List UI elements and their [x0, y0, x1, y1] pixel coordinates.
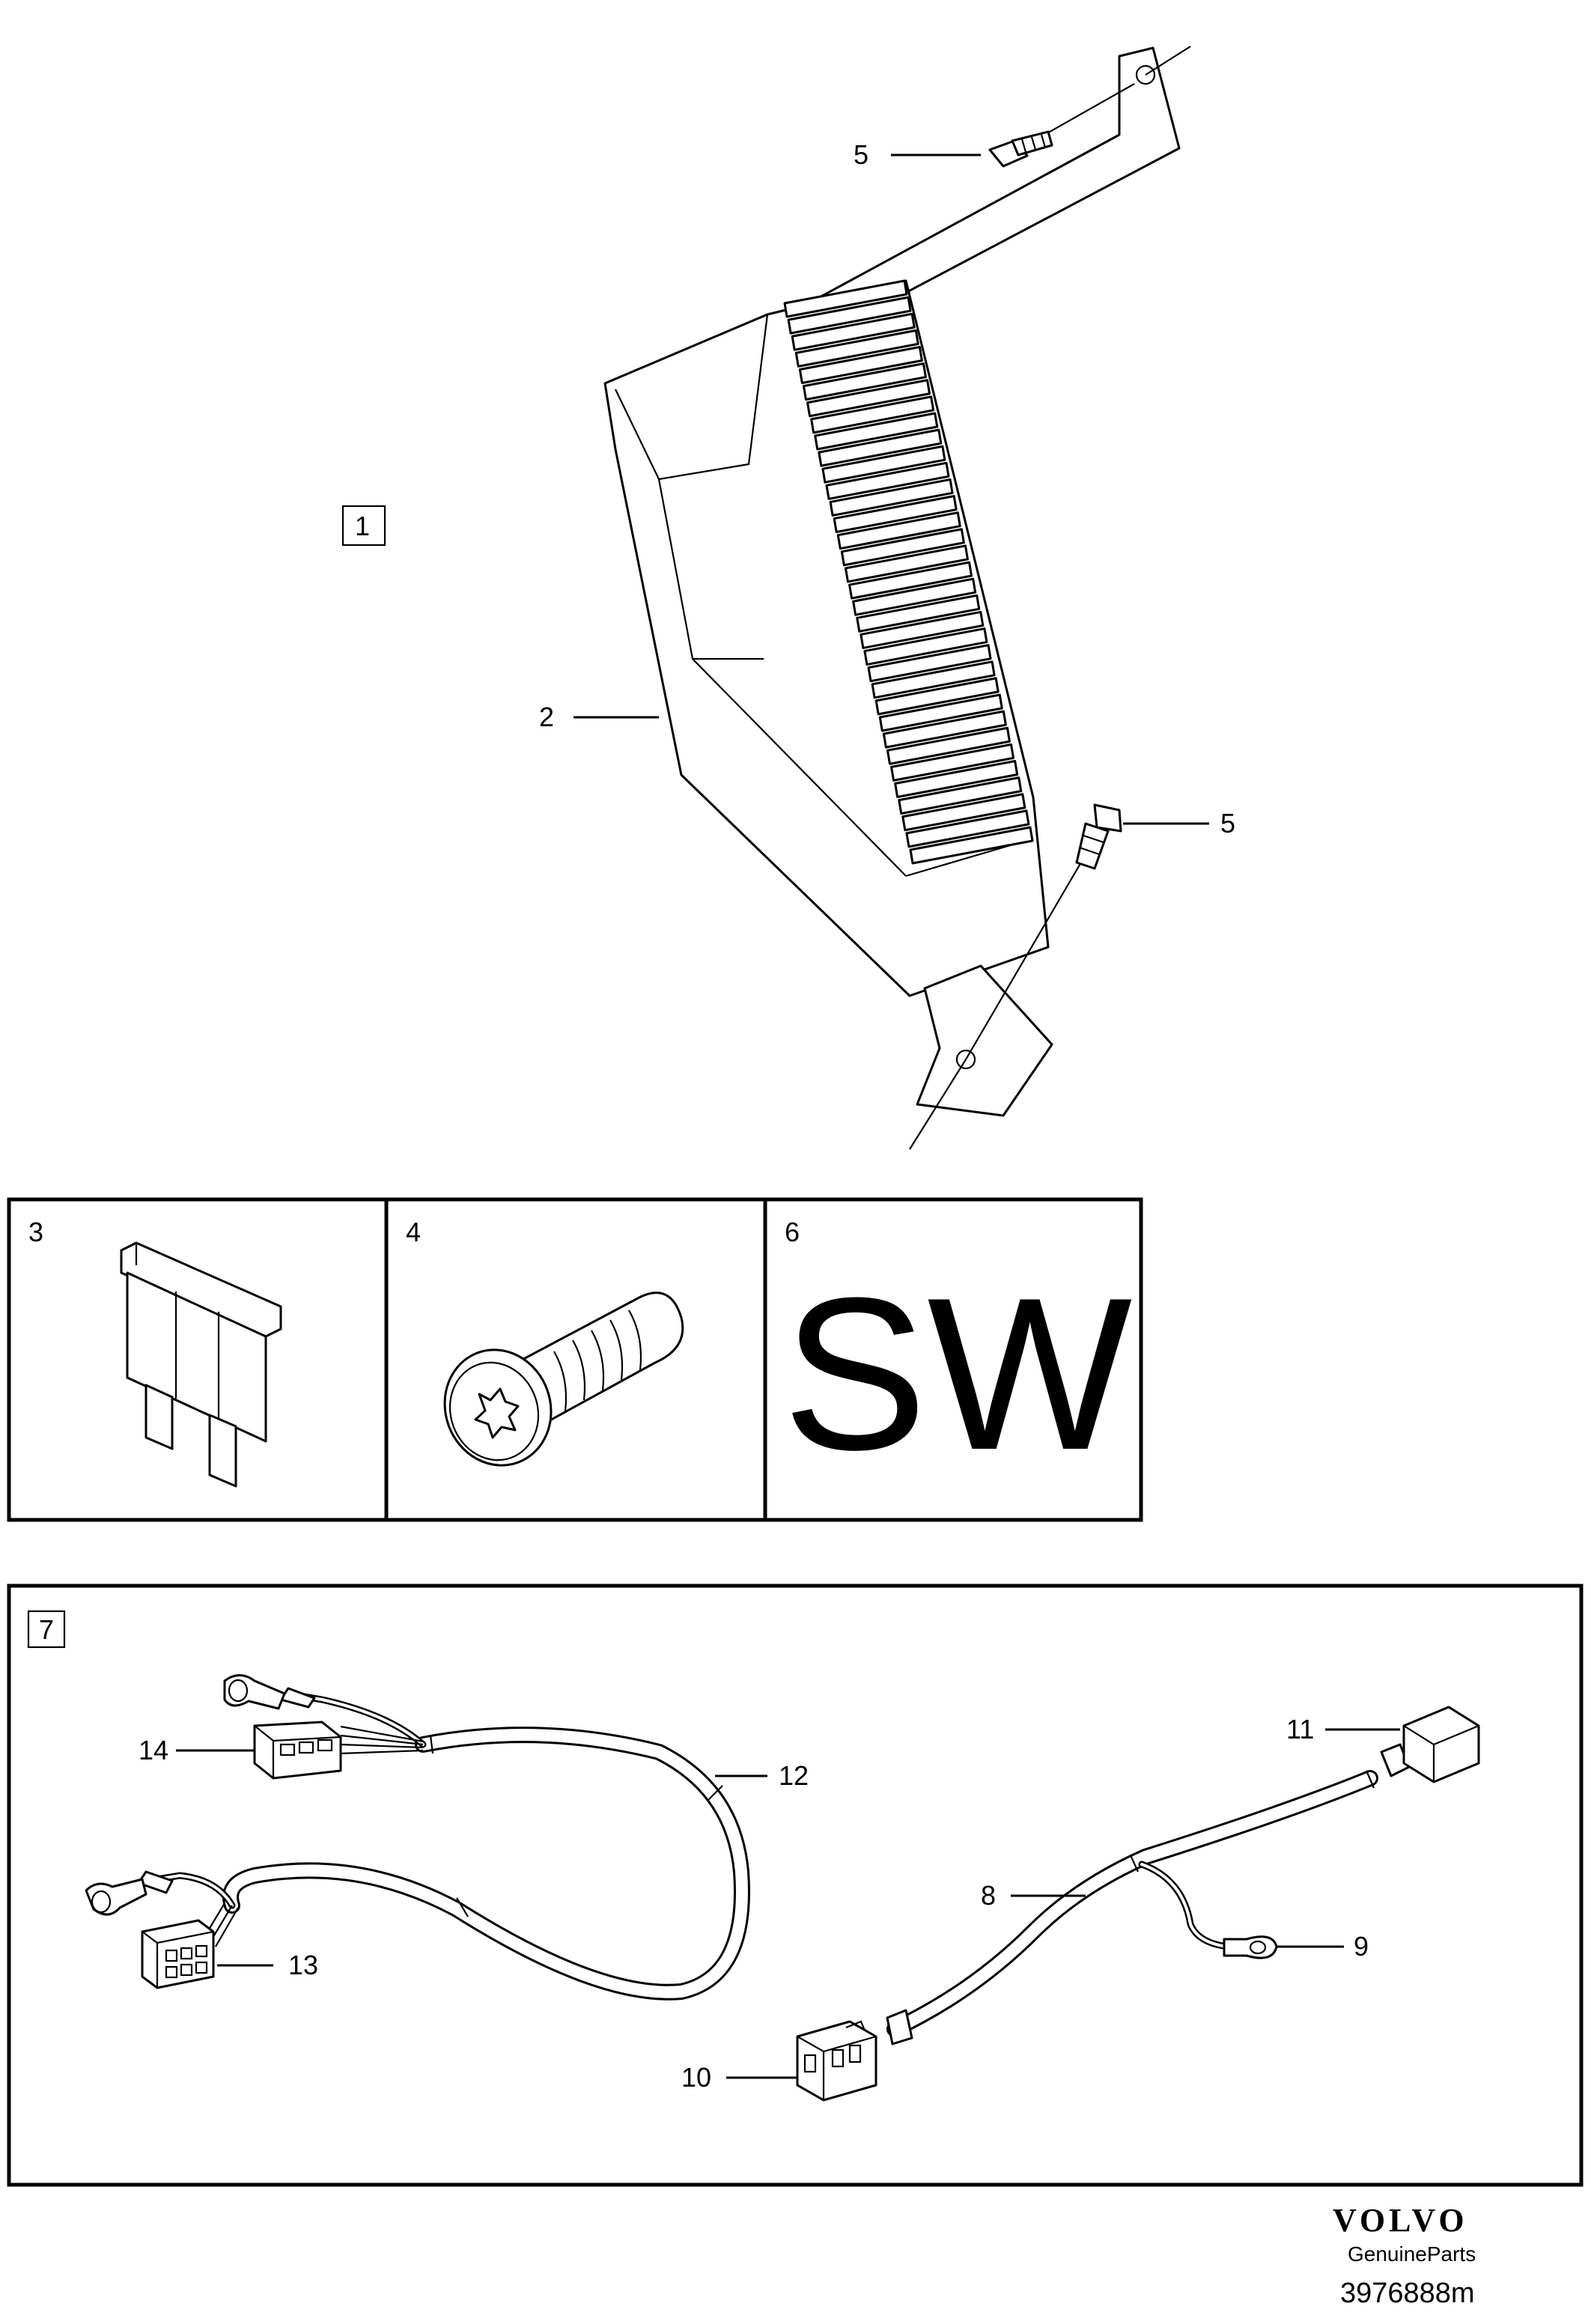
callout-14: 14 [139, 1735, 168, 1765]
heat-sink-fin [852, 577, 977, 616]
heat-sink-fin [798, 345, 923, 384]
callout-13: 13 [288, 1950, 318, 1980]
wiring-harness-12 [85, 1674, 750, 2001]
callout-5-right: 5 [1220, 808, 1235, 839]
heat-sink-fin [794, 329, 919, 368]
heat-sink-fin [844, 544, 969, 583]
callout-10: 10 [681, 2062, 711, 2093]
screw-illustration [443, 1292, 684, 1467]
callout-1: 1 [355, 511, 370, 541]
callout-3: 3 [28, 1217, 43, 1247]
callout-2: 2 [539, 702, 554, 732]
heat-sink-fin [818, 428, 943, 467]
heat-sink-fin [905, 809, 1030, 848]
detail-panels [7, 1197, 1143, 1522]
brand-subtitle: GenuineParts [1348, 2242, 1476, 2266]
heat-sink-fin [860, 610, 985, 649]
heat-sink-fin [783, 279, 908, 318]
heat-sink-fin [836, 511, 961, 550]
heat-sink-fin [886, 726, 1011, 765]
heat-sink-fin [802, 362, 927, 401]
callout-9: 9 [1354, 1931, 1369, 1962]
screw-right [1075, 803, 1122, 870]
heat-sink-fin [840, 528, 965, 567]
heat-sink-fin [871, 660, 996, 699]
heat-sink-fin [814, 412, 939, 451]
heat-sink-fin [898, 776, 1023, 815]
callout-7: 7 [39, 1614, 54, 1645]
panel-6-text: SW [782, 1253, 1134, 1495]
drawing-number: 3976888m [1340, 2278, 1475, 2309]
callout-1-box [341, 505, 386, 547]
heat-sink-fin [894, 760, 1019, 799]
brand-logo: VOLVO [1333, 2202, 1468, 2239]
callout-4: 4 [406, 1217, 421, 1247]
heat-sink-fin [901, 793, 1026, 832]
callout-12: 12 [779, 1760, 809, 1791]
heat-sink-fin [825, 461, 950, 500]
heat-sink-fin [878, 693, 1003, 732]
fuse-illustration [120, 1241, 282, 1488]
heat-sink-fin [821, 445, 946, 484]
screw-top [988, 130, 1053, 168]
heat-sink-fin [882, 710, 1007, 749]
callout-8: 8 [981, 1880, 996, 1911]
callout-7-box [27, 1610, 66, 1649]
wiring-harness-8 [796, 1706, 1480, 2102]
heat-sink-fin [791, 312, 916, 351]
heat-sink-fin [856, 594, 981, 633]
heat-sink-fins [783, 279, 1034, 865]
heat-sink-fin [890, 743, 1015, 782]
callout-11: 11 [1286, 1714, 1314, 1744]
heat-sink-fin [863, 627, 988, 666]
heat-sink-fin [806, 379, 931, 418]
heat-sink-fin [848, 561, 973, 600]
heat-sink-fin [829, 478, 954, 517]
harness-panel [7, 1584, 1584, 2187]
heat-sink-fin [787, 296, 912, 335]
amplifier-assembly [574, 46, 1209, 1150]
heat-sink-fin [810, 395, 935, 434]
callout-5-top: 5 [854, 139, 868, 170]
heat-sink-fin [874, 677, 1000, 716]
callout-6: 6 [785, 1217, 800, 1247]
heat-sink-fin [867, 644, 992, 683]
heat-sink-fin [833, 495, 958, 534]
heat-sink-fin [909, 826, 1034, 865]
